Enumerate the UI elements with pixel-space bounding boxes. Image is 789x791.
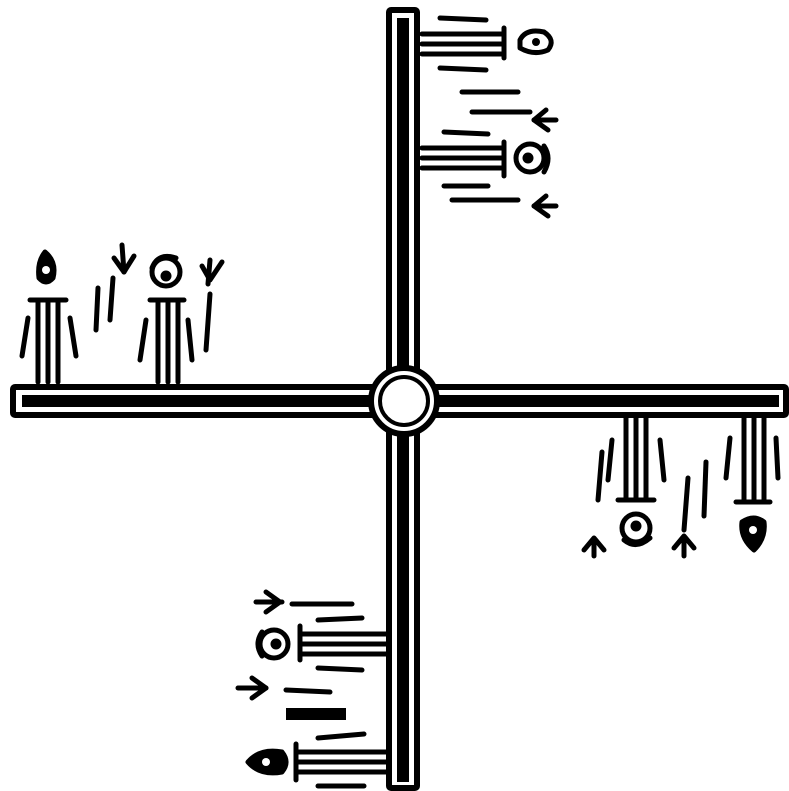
figure-left-2 xyxy=(140,256,192,382)
figure-right-2 xyxy=(726,418,778,550)
figure-left-1 xyxy=(22,252,76,382)
figure-top-2 xyxy=(422,132,548,186)
figure-bottom-1 xyxy=(258,618,388,670)
center-hub xyxy=(371,368,437,434)
figure-right-1 xyxy=(608,418,664,545)
figure-bottom-2 xyxy=(248,734,388,786)
figure-top-1 xyxy=(422,18,551,70)
